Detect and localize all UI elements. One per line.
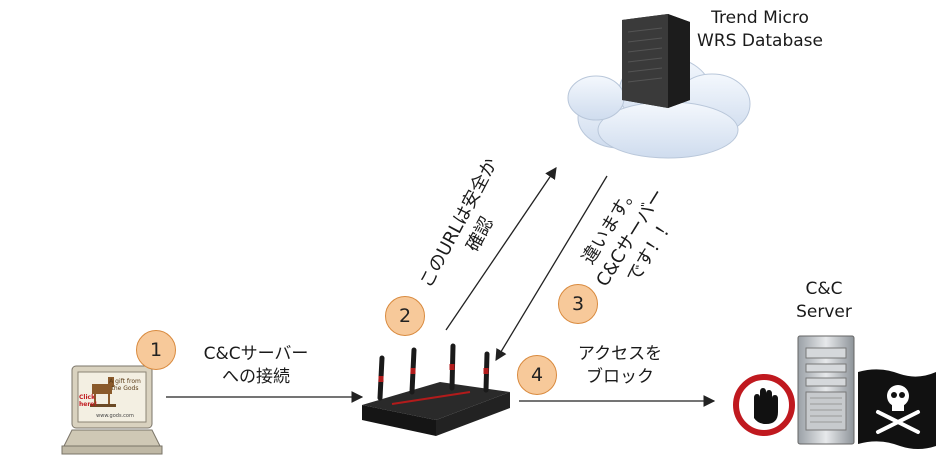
server-label-line2: Server xyxy=(796,302,852,322)
step-4-line1: アクセスを xyxy=(577,344,663,364)
stop-hand-icon xyxy=(733,374,795,436)
step-4-label: アクセスを ブロック xyxy=(560,343,680,389)
step-1-badge: 1 xyxy=(136,330,176,370)
step-4-line2: ブロック xyxy=(586,367,654,387)
router-icon xyxy=(362,343,510,436)
database-server-icon xyxy=(622,14,690,108)
laptop-screen-click: Click here! xyxy=(79,394,98,408)
pirate-flag-icon xyxy=(858,369,936,449)
trojan-horse-icon xyxy=(90,377,116,407)
step-3-badge: 3 xyxy=(558,284,598,324)
laptop-screen-url: www.gods.com xyxy=(96,413,134,419)
laptop-screen-gift: A gift from the Gods xyxy=(104,378,146,392)
arrow-query xyxy=(445,167,557,331)
step-4-badge: 4 xyxy=(517,355,557,395)
step-1-label: C&Cサーバー への接続 xyxy=(186,343,326,389)
database-label-line1: Trend Micro xyxy=(711,8,809,28)
step-2-badge: 2 xyxy=(385,296,425,336)
laptop-screen-gift-line1: A gift from xyxy=(109,378,141,385)
step-1-line2: への接続 xyxy=(222,367,290,387)
laptop-icon xyxy=(61,365,163,455)
database-label-line2: WRS Database xyxy=(697,31,823,51)
cc-server-icon xyxy=(797,335,855,445)
server-label: C&C Server xyxy=(782,278,866,324)
server-label-line1: C&C xyxy=(805,279,843,299)
laptop-screen-gift-line2: the Gods xyxy=(111,385,139,392)
database-label: Trend Micro WRS Database xyxy=(690,7,830,53)
arrow-response xyxy=(495,175,608,362)
step-1-line1: C&Cサーバー xyxy=(203,344,309,364)
